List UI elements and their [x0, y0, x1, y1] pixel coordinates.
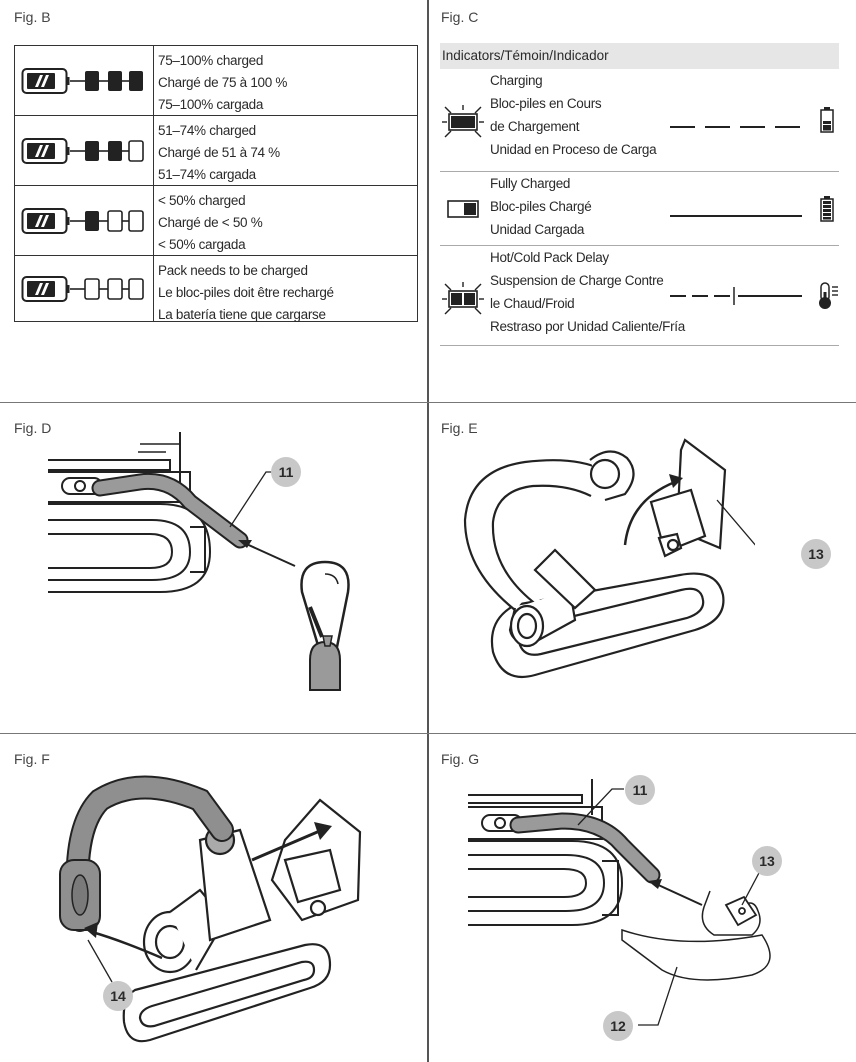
fig-c-row-hotcold: Hot/Cold Pack Delay Suspension de Charge… [440, 246, 839, 346]
fig-d-illustration [48, 432, 350, 691]
dashed-then-solid-line-pattern [670, 286, 804, 311]
callout-number: 11 [632, 782, 648, 798]
callout-number: 14 [110, 988, 126, 1004]
fig-b-row: Pack needs to be charged Le bloc-piles d… [15, 256, 417, 322]
dashed-line-pattern [670, 117, 802, 135]
fig-e-illustration [463, 438, 755, 679]
callout-13: 13 [752, 846, 782, 876]
fig-b-text-en: Pack needs to be charged [158, 263, 308, 278]
fig-b-row: 75–100% charged Chargé de 75 à 100 % 75–… [15, 46, 417, 116]
fig-b-text-fr: Chargé de 75 à 100 % [158, 75, 288, 90]
charger-led-blinking-icon [442, 105, 484, 144]
callout-14: 14 [103, 981, 133, 1011]
thermometer-icon [818, 282, 840, 315]
callout-number: 13 [759, 853, 775, 869]
solid-line-pattern [670, 206, 802, 224]
fig-c-row-charging: Charging Bloc-piles en Cours de Chargeme… [440, 69, 839, 172]
battery-gauge-icon [15, 116, 154, 185]
fig-b-text-es: 75–100% cargada [158, 97, 264, 112]
callout-number: 13 [808, 546, 824, 562]
center-divider [427, 0, 429, 1062]
battery-gauge-icon [15, 256, 154, 321]
callout-11: 11 [625, 775, 655, 805]
callout-number: 11 [278, 464, 294, 480]
fig-c-label: Fig. C [441, 9, 479, 25]
callout-13: 13 [801, 539, 831, 569]
fig-b-text-fr: Le bloc-piles doit être rechargé [158, 285, 334, 300]
battery-gauge-icon [15, 186, 154, 255]
fig-c-text-line: Suspension de Charge Contre [490, 273, 664, 288]
fig-c-text-line: Fully Charged [490, 176, 571, 191]
charger-led-alternating-icon [442, 282, 484, 321]
fig-g-label: Fig. G [441, 751, 480, 767]
row-divider-1 [0, 402, 856, 403]
fig-d-label: Fig. D [14, 420, 52, 436]
fig-c-text-line: le Chaud/Froid [490, 296, 575, 311]
fig-b-text-en: < 50% charged [158, 193, 246, 208]
callout-12: 12 [603, 1011, 633, 1041]
fig-c-row-full: Fully Charged Bloc-piles Chargé Unidad C… [440, 172, 839, 246]
fig-c-text-line: de Chargement [490, 119, 580, 134]
fig-b-row: < 50% charged Chargé de < 50 % < 50% car… [15, 186, 417, 256]
fig-b-text-en: 51–74% charged [158, 123, 256, 138]
callout-number: 12 [610, 1018, 626, 1034]
fig-g-illustration [468, 779, 771, 1026]
fig-c-text-line: Bloc-piles Chargé [490, 199, 592, 214]
fig-b-text-en: 75–100% charged [158, 53, 264, 68]
fig-c-text-line: Unidad Cargada [490, 222, 585, 237]
battery-gauge-icon [15, 46, 154, 115]
fig-b-text-es: La batería tiene que cargarse [158, 307, 326, 322]
fig-b-row: 51–74% charged Chargé de 51 à 74 % 51–74… [15, 116, 417, 186]
battery-full-icon [820, 196, 834, 227]
fig-c-text-line: Charging [490, 73, 543, 88]
row-divider-2 [0, 733, 856, 734]
callout-11: 11 [271, 457, 301, 487]
fig-b-text-fr: Chargé de < 50 % [158, 215, 263, 230]
fig-c-header: Indicators/Témoin/Indicador [440, 43, 839, 69]
fig-f-illustration [59, 775, 362, 1043]
fig-c-text-line: Hot/Cold Pack Delay [490, 250, 609, 265]
fig-e-label: Fig. E [441, 420, 478, 436]
fig-c-text-line: Unidad en Proceso de Carga [490, 142, 657, 157]
fig-c-text-line: Restraso por Unidad Caliente/Fría [490, 319, 685, 334]
fig-f-label: Fig. F [14, 751, 50, 767]
fig-b-table: 75–100% charged Chargé de 75 à 100 % 75–… [14, 45, 418, 322]
fig-b-text-es: < 50% cargada [158, 237, 246, 252]
fig-c-text-line: Bloc-piles en Cours [490, 96, 602, 111]
charger-led-steady-icon [447, 200, 479, 223]
fig-b-text-fr: Chargé de 51 à 74 % [158, 145, 280, 160]
fig-b-label: Fig. B [14, 9, 51, 25]
battery-charging-icon [820, 107, 834, 138]
fig-b-text-es: 51–74% cargada [158, 167, 256, 182]
